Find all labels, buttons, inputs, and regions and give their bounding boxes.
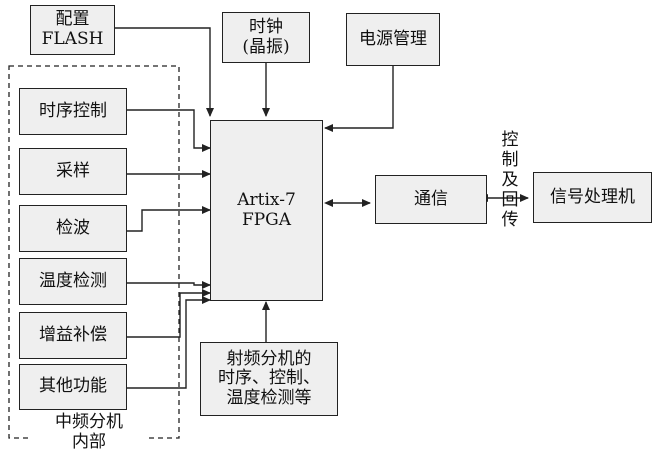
arrow-detection-to-fpga bbox=[127, 206, 211, 232]
detection-label: 检波 bbox=[56, 217, 90, 238]
communication-block: 通信 bbox=[375, 175, 487, 224]
fpga-block: Artix-7 FPGA bbox=[210, 120, 323, 301]
gain-compensation-label: 增益补偿 bbox=[39, 324, 107, 345]
arrow-temperature-to-fpga bbox=[127, 281, 211, 289]
detection-block: 检波 bbox=[19, 205, 127, 252]
if-unit-boundary bbox=[8, 65, 180, 439]
gain-compensation-block: 增益补偿 bbox=[19, 312, 127, 359]
if-unit-label: 中频分机 内部 bbox=[30, 412, 148, 453]
timing-control-block: 时序控制 bbox=[19, 88, 127, 135]
power-management-label: 电源管理 bbox=[359, 28, 427, 49]
config-flash-label: 配置 FLASH bbox=[41, 9, 104, 49]
signal-processor-label: 信号处理机 bbox=[550, 186, 635, 207]
communication-label: 通信 bbox=[414, 188, 448, 209]
temperature-detection-label: 温度检测 bbox=[39, 270, 107, 291]
rf-unit-label: 射频分机的 时序、控制、 温度检测等 bbox=[218, 348, 320, 408]
power-management-block: 电源管理 bbox=[346, 13, 440, 66]
sampling-block: 采样 bbox=[19, 148, 127, 195]
arrow-gain-to-fpga bbox=[127, 289, 211, 338]
signal-processor-block: 信号处理机 bbox=[533, 172, 652, 223]
config-flash-block: 配置 FLASH bbox=[30, 5, 115, 55]
arrow-power-to-fpga bbox=[324, 66, 394, 132]
rf-unit-block: 射频分机的 时序、控制、 温度检测等 bbox=[200, 342, 338, 416]
fpga-label: Artix-7 FPGA bbox=[237, 189, 296, 230]
arrow-flash-to-fpga bbox=[115, 27, 214, 117]
arrow-timing-to-fpga bbox=[127, 109, 211, 152]
sampling-label: 采样 bbox=[56, 160, 90, 181]
temperature-detection-block: 温度检测 bbox=[19, 258, 127, 305]
other-functions-label: 其他功能 bbox=[39, 376, 107, 397]
control-return-label: 控 制 及 回 传 bbox=[501, 130, 519, 230]
clock-block: 时钟 (晶振) bbox=[222, 12, 310, 63]
other-functions-block: 其他功能 bbox=[19, 364, 127, 410]
clock-label: 时钟 (晶振) bbox=[242, 16, 290, 57]
timing-control-label: 时序控制 bbox=[39, 100, 107, 121]
arrow-other-to-fpga bbox=[127, 296, 211, 389]
